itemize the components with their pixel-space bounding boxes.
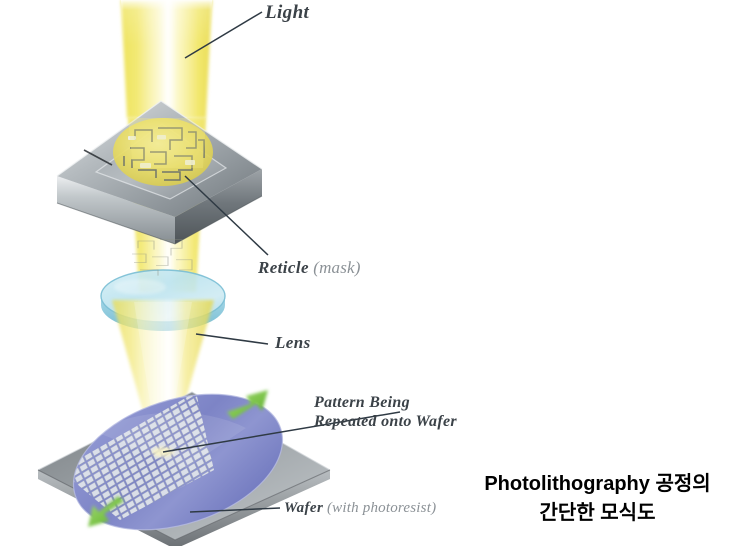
label-wafer-note: (with photoresist) bbox=[326, 500, 437, 516]
step-arrow-lower bbox=[88, 496, 124, 527]
leader-pattern bbox=[162, 411, 401, 453]
mask-pattern-area bbox=[113, 118, 213, 186]
label-reticle-note: (mask) bbox=[313, 258, 361, 277]
leader-light bbox=[184, 11, 263, 59]
label-lens: Lens bbox=[275, 333, 311, 353]
caption-line-2: 간단한 모식도 bbox=[539, 502, 656, 524]
projection-cone bbox=[112, 300, 214, 455]
caption-line-1: Photolithography 공정의 bbox=[484, 473, 711, 495]
step-arrow-upper bbox=[227, 390, 268, 419]
circuit-pattern bbox=[123, 127, 205, 181]
label-pattern-line1: Pattern Being bbox=[314, 394, 410, 411]
lens-refracted-pattern bbox=[132, 239, 193, 276]
label-reticle-text: Reticle bbox=[258, 258, 309, 277]
label-wafer: Wafer (with photoresist) bbox=[284, 500, 436, 518]
label-reticle: Reticle (mask) bbox=[258, 258, 361, 278]
leader-wafer bbox=[189, 507, 281, 513]
label-pattern-line2: Repeated onto Wafer bbox=[314, 412, 457, 430]
leader-lens bbox=[195, 333, 269, 345]
label-pattern: Pattern Being Repeated onto Wafer bbox=[314, 394, 457, 432]
label-light: Light bbox=[265, 2, 309, 24]
circuit-pads bbox=[128, 135, 195, 168]
label-light-text: Light bbox=[265, 2, 310, 23]
label-lens-text: Lens bbox=[275, 333, 311, 352]
reticle-mask bbox=[56, 100, 263, 245]
leader-lines bbox=[162, 11, 401, 513]
caption-block: Photolithography 공정의 간단한 모식도 bbox=[455, 470, 740, 528]
wafer-stage bbox=[37, 391, 331, 546]
label-wafer-text: Wafer bbox=[284, 500, 324, 516]
leader-reticle bbox=[184, 175, 269, 256]
